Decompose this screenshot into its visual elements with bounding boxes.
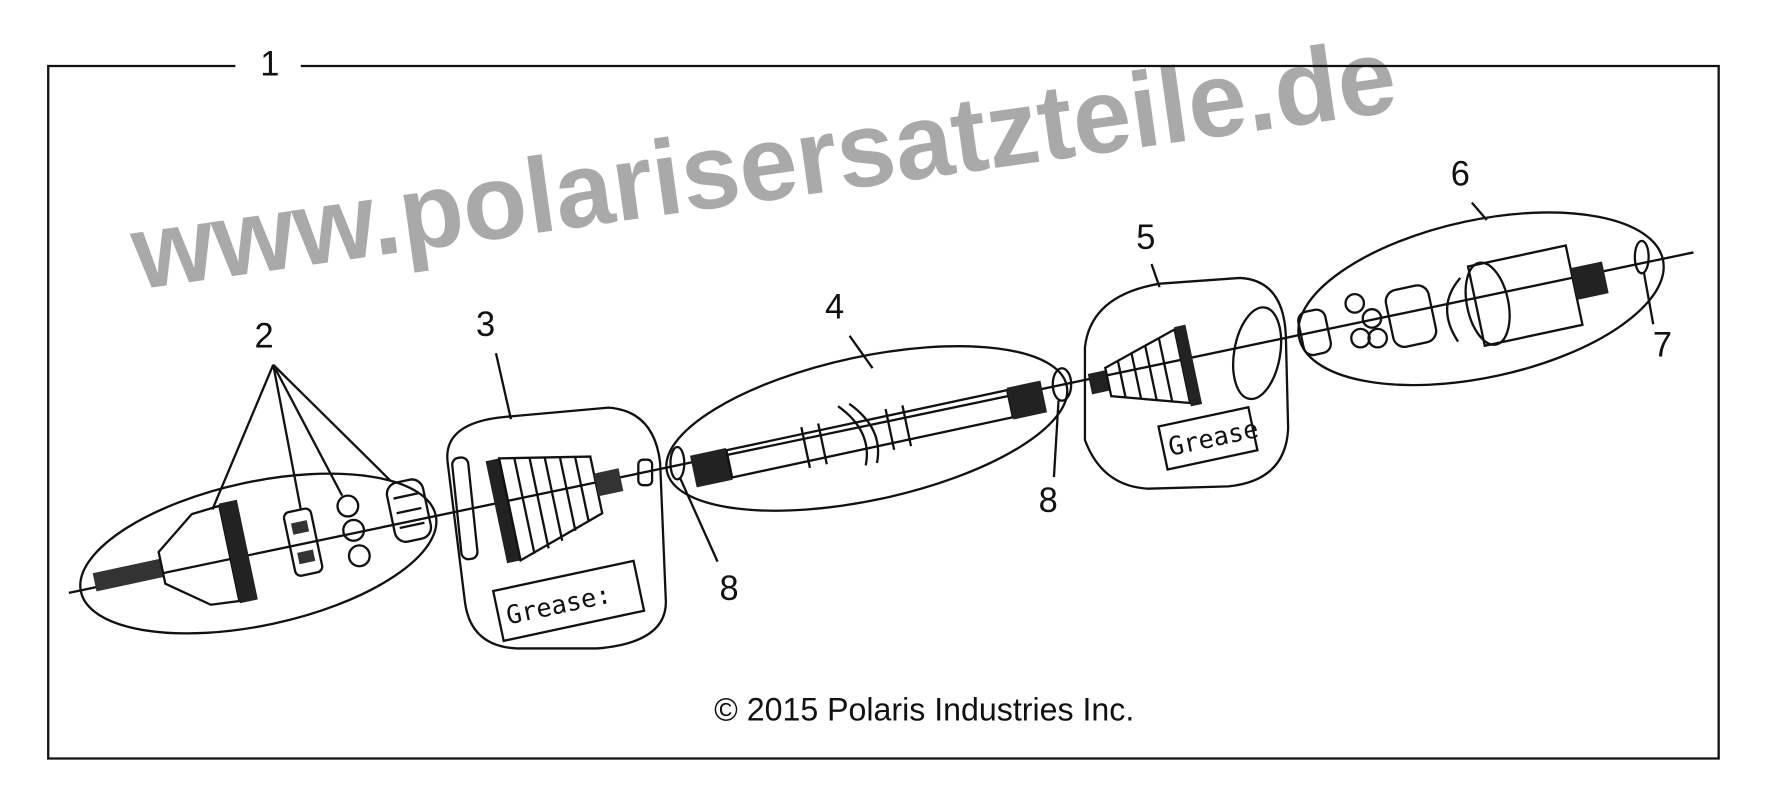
group-5-boot-kit: Grease — [1083, 276, 1290, 490]
callout-1: 1 — [260, 45, 279, 83]
callout-4: 4 — [825, 288, 844, 326]
leader-4 — [848, 335, 874, 369]
copyright: © 2015 Polaris Industries Inc. — [714, 691, 1134, 727]
callout-5: 5 — [1136, 219, 1155, 257]
group-6-inner-cv-joint — [1297, 211, 1665, 387]
leader-2 — [211, 363, 392, 510]
leader-3 — [494, 352, 513, 420]
leader-6 — [1470, 201, 1488, 221]
callout-8b: 8 — [1039, 482, 1058, 520]
leader-8b — [1052, 400, 1060, 478]
callout-7: 7 — [1653, 327, 1672, 365]
grease-label-5: Grease — [1166, 413, 1261, 462]
shaft-axis — [68, 251, 1694, 595]
callout-2: 2 — [254, 317, 273, 355]
group-2-outer-cv-joint — [79, 472, 438, 635]
callout-6: 6 — [1451, 155, 1470, 193]
group-4-shaft — [665, 345, 1069, 512]
circlip-8a — [669, 445, 686, 481]
group-3-boot-kit: Grease: — [446, 406, 668, 650]
frame — [47, 64, 1720, 760]
callout-8a: 8 — [719, 570, 738, 608]
leader-7 — [1642, 273, 1655, 325]
watermark: www.polarisersatzteile.de — [124, 16, 1403, 312]
callout-3: 3 — [476, 306, 495, 344]
circlip-8b — [1051, 367, 1073, 402]
leader-8a — [678, 476, 719, 563]
leader-5 — [1150, 263, 1161, 288]
